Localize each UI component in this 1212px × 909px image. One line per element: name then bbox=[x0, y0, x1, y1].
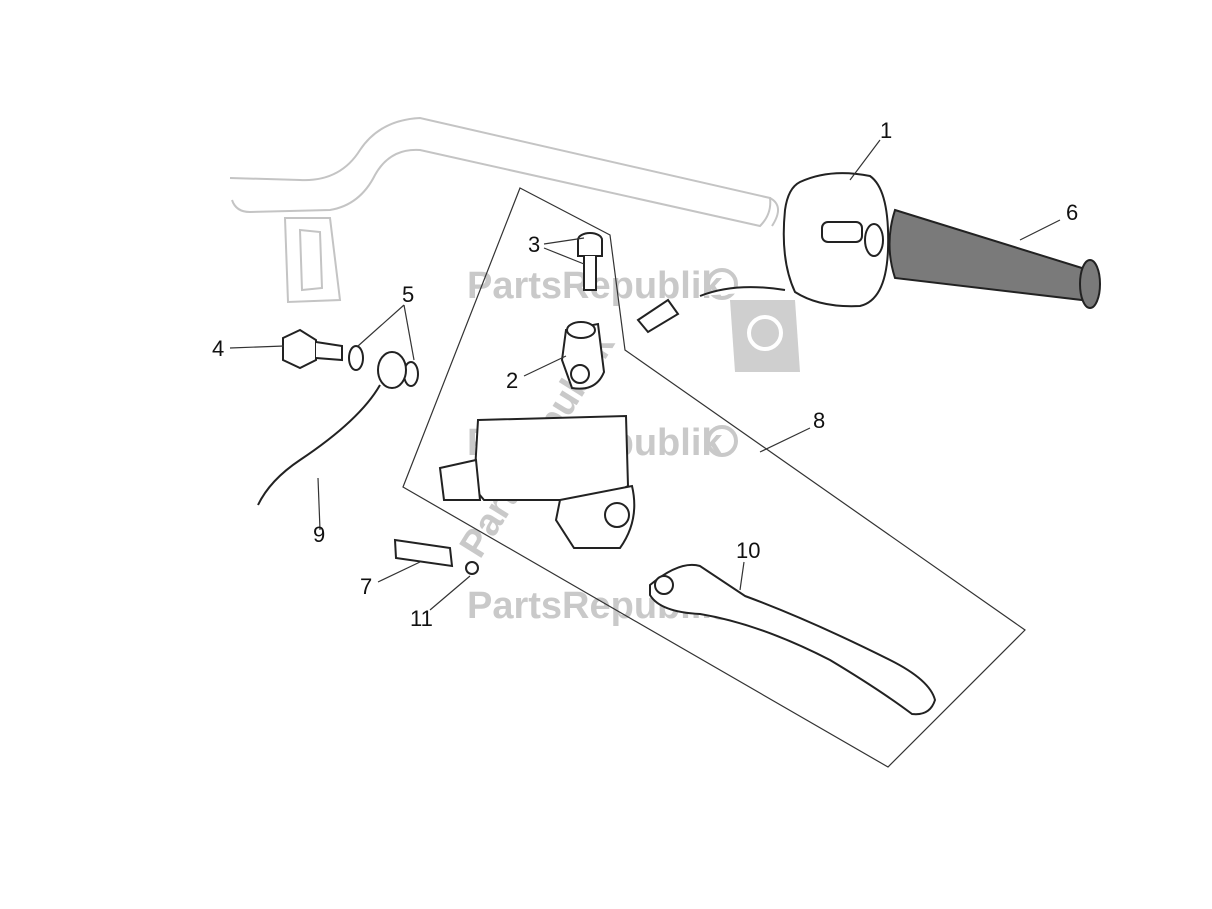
gear-icon bbox=[706, 425, 738, 457]
part-9-brake-hose bbox=[257, 351, 407, 506]
assembly-boundary bbox=[402, 187, 1026, 768]
part-4-banjo-bolt bbox=[282, 328, 343, 370]
callout-6: 6 bbox=[1066, 200, 1078, 225]
callout-9: 9 bbox=[313, 522, 325, 547]
part-7-switch bbox=[393, 538, 479, 575]
part-3-screw bbox=[577, 232, 603, 291]
watermark-badge bbox=[730, 300, 800, 372]
callout-5: 5 bbox=[402, 282, 414, 307]
handlebar-ghost bbox=[229, 116, 779, 304]
gear-icon bbox=[747, 315, 783, 351]
callout-7: 7 bbox=[360, 574, 372, 599]
callout-10: 10 bbox=[736, 538, 760, 563]
part-1-switch-housing bbox=[636, 172, 890, 334]
callout-8: 8 bbox=[813, 408, 825, 433]
callout-4: 4 bbox=[212, 336, 224, 361]
callout-3: 3 bbox=[528, 232, 540, 257]
master-cylinder-body bbox=[438, 414, 636, 549]
callout-2: 2 bbox=[506, 368, 518, 393]
gear-icon bbox=[706, 268, 738, 300]
part-2-clamp bbox=[560, 321, 606, 390]
leader-lines bbox=[229, 139, 1061, 611]
callout-11: 11 bbox=[410, 606, 433, 631]
part-6-grip bbox=[888, 208, 1101, 309]
watermark-top: PartsRepublik bbox=[467, 265, 738, 307]
part-10-lever bbox=[649, 563, 937, 716]
callout-1: 1 bbox=[880, 118, 892, 143]
